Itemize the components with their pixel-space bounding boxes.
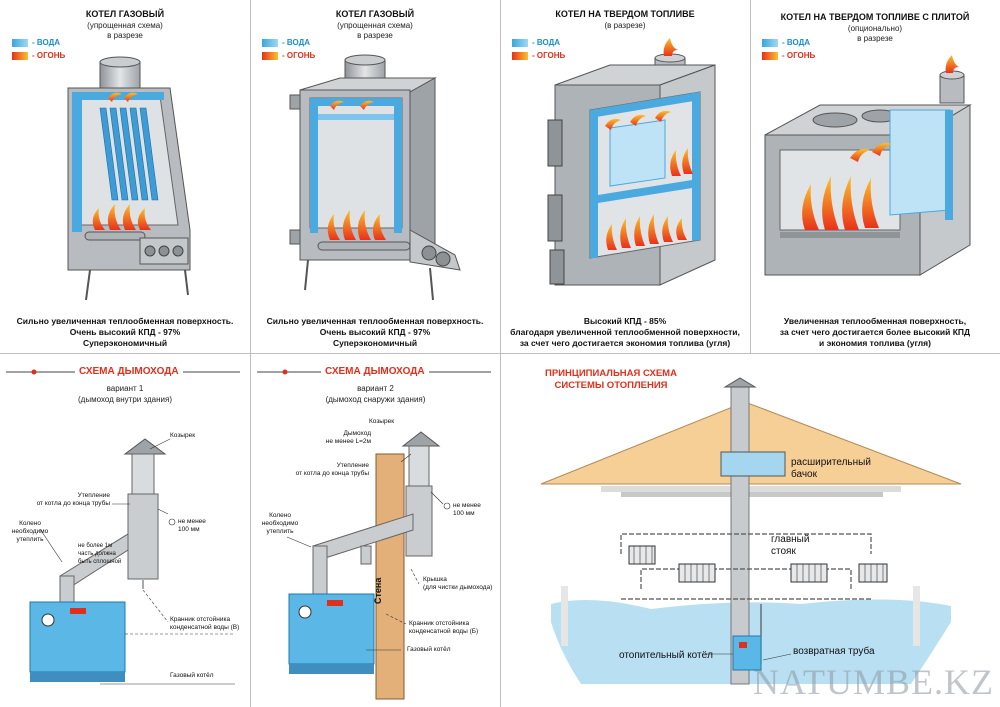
watermark: NATUMBE.KZ [753, 662, 994, 702]
panel-caption: Увеличенная теплообменная поверхность, з… [750, 316, 1000, 349]
vertical-divider-2 [500, 0, 501, 707]
fire-swatch [762, 51, 778, 60]
label-return-pipe: возвратная труба [793, 646, 875, 657]
variant-label: вариант 2 [357, 384, 394, 393]
legend-fire: - ОГОНЬ [282, 50, 316, 60]
legend-water: - ВОДА [532, 37, 561, 47]
caption-line-2: за счет чего достигается более высокий К… [779, 327, 971, 337]
caption-line-2: Очень высокий КПД - 97% [69, 327, 181, 337]
legend: - ВОДА - ОГОНЬ [12, 36, 65, 62]
water-swatch [762, 38, 778, 47]
panel-caption: Сильно увеличенная теплообменная поверхн… [250, 316, 500, 349]
label-diameter: не менее 100 мм [178, 518, 206, 533]
label-height: Дымоход не менее L=2м [325, 430, 371, 445]
chimney-title: СХЕМА ДЫМОХОДА [321, 366, 429, 378]
panel-subtitle-2: в разрезе [357, 31, 393, 40]
panel-gas-boiler-2: КОТЕЛ ГАЗОВЫЙ (упрощенная схема) в разре… [250, 0, 500, 353]
caption-line-3: Суперэкономичный [332, 338, 418, 348]
label-elbow: Колено необходимо утеплить [261, 512, 299, 535]
panel-chimney-variant-1: СХЕМА ДЫМОХОДА вариант 1 (дымоход внутри… [0, 354, 250, 707]
chimney-1-illustration [29, 438, 235, 685]
caption-line-2: Очень высокий КПД - 97% [319, 327, 431, 337]
legend: - ВОДА - ОГОНЬ [512, 36, 565, 62]
panel-title: КОТЕЛ НА ТВЕРДОМ ТОПЛИВЕ С ПЛИТОЙ [780, 12, 970, 22]
legend-fire: - ОГОНЬ [532, 50, 566, 60]
vertical-divider-1 [250, 0, 251, 353]
label-heating-boiler: отопительный котёл [619, 650, 713, 661]
caption-line-1: Высокий КПД - 85% [583, 316, 667, 326]
label-cap: Козырек [170, 432, 196, 439]
caption-line-2: благодаря увеличенной теплообменной пове… [510, 327, 740, 337]
panel-caption: Сильно увеличенная теплообменная поверхн… [0, 316, 250, 349]
caption-line-1: Сильно увеличенная теплообменная поверхн… [16, 316, 234, 326]
panel-chimney-variant-2: СХЕМА ДЫМОХОДА вариант 2 (дымоход снаруж… [251, 354, 500, 707]
solid-fuel-boiler-illustration [547, 38, 716, 286]
variant-subtitle: (дымоход снаружи здания) [325, 395, 426, 404]
panel-caption: Высокий КПД - 85% благодаря увеличенной … [500, 316, 750, 349]
water-swatch [12, 38, 28, 47]
caption-line-3: за счет чего достигается экономия топлив… [519, 338, 731, 348]
caption-line-3: и экономия топлива (угля) [819, 338, 931, 348]
legend: - ВОДА - ОГОНЬ [262, 36, 315, 62]
vertical-divider-3 [750, 0, 751, 353]
panel-subtitle-2: в разрезе [857, 34, 893, 43]
gas-boiler-illustration [67, 56, 191, 301]
panel-subtitle-1: (в разрезе) [604, 21, 646, 30]
chimney-2-illustration [286, 431, 451, 700]
legend-water: - ВОДА [32, 37, 61, 47]
label-cap: Козырек [369, 418, 395, 425]
caption-line-1: Увеличенная теплообменная поверхность, [783, 316, 967, 326]
label-tap: Кранник отстойника конденсатной воды (Б) [409, 620, 479, 635]
label-slope: не более 1м часть должна быть сплошной [78, 543, 122, 565]
panel-title: КОТЕЛ НА ТВЕРДОМ ТОПЛИВЕ [555, 9, 695, 19]
label-insulation: Утепление от котла до конца трубы [36, 492, 110, 507]
panel-heating-system: ПРИНЦИПИАЛЬНАЯ СХЕМА СИСТЕМЫ ОТОПЛЕНИЯ [501, 354, 1000, 707]
panel-subtitle-2: в разрезе [107, 31, 143, 40]
caption-line-3: Суперэкономичный [82, 338, 168, 348]
label-wall: Стена [373, 577, 383, 604]
stove-boiler-illustration [764, 55, 972, 276]
legend-water: - ВОДА [282, 37, 311, 47]
fire-swatch [262, 51, 278, 60]
heating-title: ПРИНЦИПИАЛЬНАЯ СХЕМА СИСТЕМЫ ОТОПЛЕНИЯ [545, 368, 677, 391]
panel-subtitle-1: (упрощенная схема) [337, 21, 413, 30]
panel-solid-fuel-boiler: КОТЕЛ НА ТВЕРДОМ ТОПЛИВЕ (в разрезе) - В… [500, 0, 750, 353]
panel-solid-fuel-stove-boiler: КОТЕЛ НА ТВЕРДОМ ТОПЛИВЕ С ПЛИТОЙ (опцио… [750, 0, 1000, 353]
legend-fire: - ОГОНЬ [782, 50, 816, 60]
vertical-divider-4 [250, 354, 251, 707]
fire-swatch [512, 51, 528, 60]
variant-subtitle: (дымоход внутри здания) [78, 395, 172, 404]
chimney-title: СХЕМА ДЫМОХОДА [75, 366, 183, 378]
panel-title: КОТЕЛ ГАЗОВЫЙ [85, 9, 165, 19]
legend-fire: - ОГОНЬ [32, 50, 66, 60]
label-main-riser: главный стояк [771, 534, 810, 557]
water-swatch [512, 38, 528, 47]
caption-line-1: Сильно увеличенная теплообменная поверхн… [266, 316, 484, 326]
label-boiler: Газовый котёл [407, 646, 451, 653]
label-boiler: Газовый котёл [170, 672, 214, 679]
label-expansion-tank: расширительный бачок [791, 457, 871, 480]
legend: - ВОДА - ОГОНЬ [762, 36, 815, 62]
label-insulation: Утепление от котла до конца трубы [295, 462, 369, 477]
label-elbow: Колено необходимо утеплить [11, 520, 49, 543]
legend-water: - ВОДА [782, 37, 811, 47]
water-swatch [262, 38, 278, 47]
label-lid: Крышка (для чистки дымохода) [423, 576, 493, 591]
panel-gas-boiler-1: КОТЕЛ ГАЗОВЫЙ (упрощенная схема) в разре… [0, 0, 250, 353]
variant-label: вариант 1 [106, 384, 144, 393]
label-diameter: не менее 100 мм [453, 502, 481, 517]
panel-subtitle-1: (упрощенная схема) [87, 21, 163, 30]
gas-boiler-box-illustration [289, 54, 461, 301]
label-tap: Кранник отстойника конденсатной воды (В) [170, 616, 240, 631]
heating-system-illustration [540, 377, 962, 685]
fire-swatch [12, 51, 28, 60]
panel-subtitle-1: (опционально) [847, 24, 903, 33]
panel-title: КОТЕЛ ГАЗОВЫЙ [335, 9, 415, 19]
